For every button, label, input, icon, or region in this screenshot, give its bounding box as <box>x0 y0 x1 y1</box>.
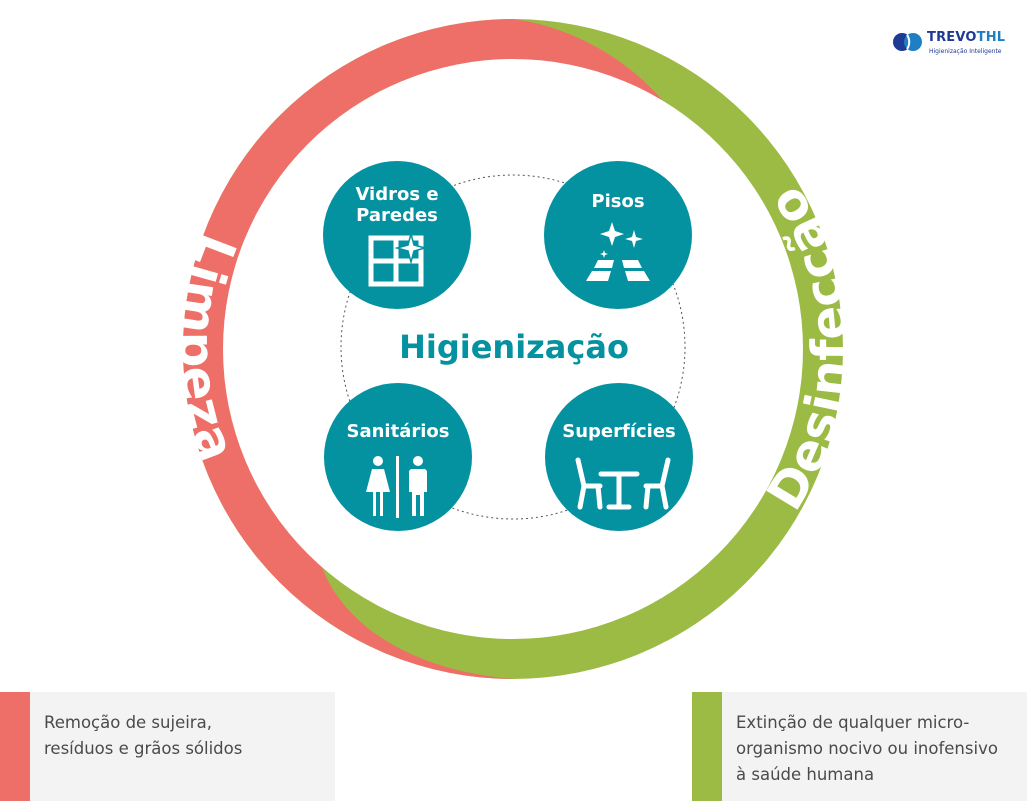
area-label: Sanitários <box>347 421 450 442</box>
legend-line: Remoção de sujeira, <box>44 713 212 732</box>
legend-line: Extinção de qualquer micro- <box>736 713 970 732</box>
center-label: Higienização <box>399 328 629 366</box>
legend-text: Extinção de qualquer micro- organismo no… <box>736 710 1021 788</box>
legend-color-bar <box>0 692 30 801</box>
logo-name: TREVOTHL <box>927 30 1006 45</box>
legend-line: organismo nocivo ou inofensivo <box>736 739 998 758</box>
restroom-icon <box>366 456 427 518</box>
sparkle-icon <box>394 231 428 265</box>
area-label: Pisos <box>591 191 644 212</box>
dashed-circle <box>340 174 686 520</box>
legend-color-bar <box>692 692 722 801</box>
area-label: Superfícies <box>562 421 676 442</box>
area-sanitarios: Sanitários <box>324 383 472 531</box>
legend-line: resíduos e grãos sólidos <box>44 739 243 758</box>
area-label-line2: Paredes <box>356 205 438 226</box>
logo-tagline: Higienização Inteligente <box>929 48 1002 55</box>
legend-line: à saúde humana <box>736 765 875 784</box>
clover-icon <box>893 33 922 51</box>
floor-icon <box>586 222 650 281</box>
window-icon <box>368 235 424 287</box>
legend-text: Remoção de sujeira, resíduos e grãos sól… <box>44 710 334 762</box>
trevothl-logo: TREVOTHL Higienização Inteligente <box>893 28 1017 62</box>
area-superficies: Superfícies <box>545 383 693 531</box>
sparkle-icon <box>625 230 643 248</box>
table-icon <box>575 457 671 510</box>
legend-limpeza: Remoção de sujeira, resíduos e grãos sól… <box>0 692 335 801</box>
area-pisos: Pisos <box>544 161 692 309</box>
legend-desinfeccao: Extinção de qualquer micro- organismo no… <box>692 692 1027 801</box>
sparkle-icon <box>600 222 624 246</box>
area-vidros-paredes: Vidros e Paredes <box>323 161 471 309</box>
area-label-line1: Vidros e <box>355 184 438 205</box>
